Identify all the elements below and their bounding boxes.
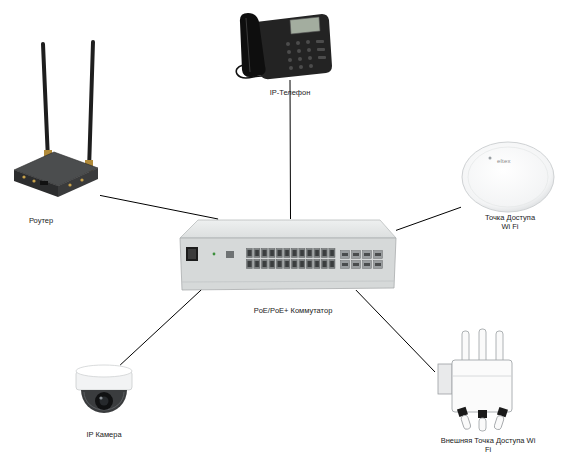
outdoor-ap-illustration-part-part	[479, 418, 486, 431]
cable-line	[356, 290, 435, 372]
phone-illustration-part-part	[289, 66, 293, 70]
router-illustration	[14, 42, 98, 197]
device-node: Точка Доступа Wi Fi	[461, 141, 555, 213]
router-illustration-part	[58, 168, 98, 197]
switch-illustration-part	[180, 238, 396, 290]
camera-illustration-part	[99, 396, 102, 399]
outdoor-ap-illustration-part-part	[478, 410, 487, 418]
camera-illustration-part	[76, 365, 132, 377]
device-label: Внешняя Точка Доступа Wi Fi	[440, 436, 536, 454]
phone-illustration-part-part	[296, 41, 300, 45]
phone-illustration-part	[246, 18, 250, 72]
outdoor-ap-illustration-part	[452, 360, 512, 412]
phone-illustration-part-part	[317, 48, 325, 51]
phone-illustration-part-part	[307, 48, 311, 52]
router-illustration-part	[80, 178, 83, 181]
device-label: IP Камера	[74, 430, 134, 439]
phone-illustration-part	[256, 14, 332, 79]
switch-illustration-part	[182, 281, 394, 282]
phone-illustration-part	[290, 17, 320, 34]
phone-illustration-part	[286, 40, 326, 70]
camera-illustration-part	[95, 392, 113, 410]
outdoor-ap-illustration-part	[493, 407, 508, 431]
phone-illustration-part	[240, 13, 266, 77]
access-point-illustration-part	[468, 147, 548, 207]
device-node: Внешняя Точка Доступа Wi Fi	[435, 330, 527, 430]
device-node: Роутер	[12, 40, 100, 197]
device-label: Роутер	[11, 216, 71, 225]
device-node: IP-Телефон	[234, 8, 330, 80]
phone-illustration-part-part	[287, 50, 291, 54]
device-label: Точка Доступа Wi Fi	[480, 213, 540, 231]
switch-illustration-part	[180, 220, 396, 238]
phone-illustration-part-part	[299, 65, 303, 69]
switch-illustration-part	[188, 249, 196, 259]
cable-line	[100, 195, 218, 219]
router-illustration-part	[40, 181, 48, 185]
brand-logo: eltex	[497, 158, 511, 165]
access-point-illustration	[462, 142, 554, 212]
phone-illustration-part-part	[297, 49, 301, 53]
outdoor-ap-illustration-part-part	[494, 415, 505, 430]
phone-illustration-part-part	[298, 57, 302, 61]
switch-illustration-part	[186, 247, 198, 261]
outdoor-ap-illustration-part	[452, 376, 512, 377]
phone-illustration	[236, 13, 332, 79]
outdoor-ap-illustration-part	[457, 407, 472, 431]
camera-illustration-part	[100, 397, 109, 406]
camera-illustration-part	[81, 390, 127, 413]
phone-illustration-part-part	[308, 56, 312, 60]
phone-illustration-part-part	[318, 56, 326, 59]
switch-illustration-part	[213, 253, 216, 256]
phone-illustration-part-part	[286, 42, 290, 46]
outdoor-ap-illustration-part-part	[460, 415, 471, 430]
router-illustration-part	[22, 175, 25, 178]
cable-line	[396, 207, 461, 230]
device-label: IP-Телефон	[250, 88, 330, 97]
camera-illustration-part	[84, 392, 124, 410]
router-illustration-part	[14, 170, 58, 197]
outdoor-ap-illustration-part	[438, 364, 452, 394]
camera-illustration	[76, 365, 132, 413]
switch-illustration-part	[340, 250, 384, 270]
phone-illustration-part-part	[316, 40, 324, 43]
router-illustration-part	[43, 44, 48, 160]
access-point-illustration-part	[462, 142, 554, 212]
router-illustration-part	[89, 42, 93, 170]
router-illustration-part	[68, 183, 71, 186]
access-point-illustration-part	[489, 157, 492, 160]
outdoor-ap-illustration-part	[478, 410, 487, 431]
phone-illustration-part-part	[306, 40, 310, 44]
cable-line	[290, 80, 292, 219]
router-illustration-part	[32, 179, 35, 182]
device-label: PoE/PoE+ Коммутатор	[233, 306, 353, 315]
outdoor-ap-illustration	[438, 329, 512, 431]
phone-illustration-part-part	[309, 64, 313, 68]
phone-illustration-part-part	[288, 58, 292, 62]
device-node: IP Камера	[74, 365, 134, 423]
cable-line	[120, 290, 201, 365]
device-node: PoE/PoE+ Коммутатор	[178, 219, 396, 290]
switch-illustration-part	[246, 248, 336, 270]
switch-illustration	[180, 220, 396, 290]
switch-illustration-part	[226, 251, 234, 258]
